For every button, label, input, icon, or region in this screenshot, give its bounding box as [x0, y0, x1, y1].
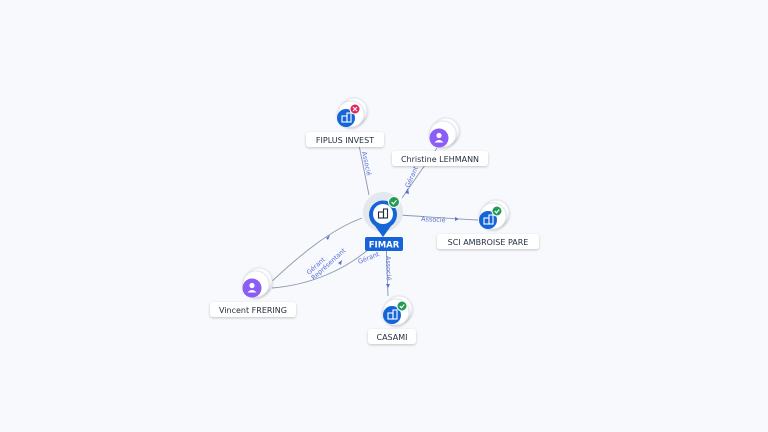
building-icon	[341, 112, 352, 123]
edge-arrows	[326, 188, 459, 288]
edge-label-sci: Associé	[421, 215, 446, 224]
arrow-vincent-1	[326, 235, 330, 240]
node-fiplus-invest[interactable]: FIPLUS INVEST	[306, 97, 384, 147]
node-label: Vincent FRERING	[219, 306, 287, 315]
building-icon	[377, 208, 389, 219]
arrow-sci	[455, 217, 459, 221]
check-badge-icon	[396, 300, 408, 312]
edge-label-vincent-gerant: Gérant	[357, 250, 381, 266]
building-icon	[387, 309, 398, 320]
center-node-label: FIMAR	[369, 241, 400, 251]
node-casami[interactable]: CASAMI	[368, 295, 416, 344]
edge-label-christine: Gérant	[404, 165, 421, 189]
close-badge-icon	[349, 103, 361, 115]
check-badge-icon	[491, 205, 503, 217]
edge-label-fiplus: Associé	[360, 151, 373, 177]
edge-label-casami: Associé	[384, 256, 393, 281]
edge-vincent-2	[271, 247, 371, 289]
node-label: SCI AMBROISE PARE	[448, 238, 529, 247]
edge-sci	[399, 214, 479, 221]
node-christine-lehmann[interactable]: Christine LEHMANN	[392, 117, 488, 166]
node-vincent-frering[interactable]: Vincent FRERING	[210, 267, 296, 317]
node-label: CASAMI	[376, 333, 407, 342]
node-label: Christine LEHMANN	[401, 155, 479, 164]
building-icon	[483, 214, 494, 225]
arrow-vincent-2	[338, 260, 342, 265]
arrow-casami	[386, 284, 390, 288]
person-icon	[434, 132, 444, 143]
edge-vincent-1	[269, 217, 363, 284]
node-sci-ambroise-pare[interactable]: SCI AMBROISE PARE	[437, 199, 539, 249]
person-icon	[247, 282, 257, 293]
check-badge-icon	[388, 196, 400, 208]
arrow-christine	[405, 188, 409, 194]
node-label: FIPLUS INVEST	[316, 136, 374, 145]
node-fimar-center[interactable]: FIMAR	[363, 192, 403, 251]
